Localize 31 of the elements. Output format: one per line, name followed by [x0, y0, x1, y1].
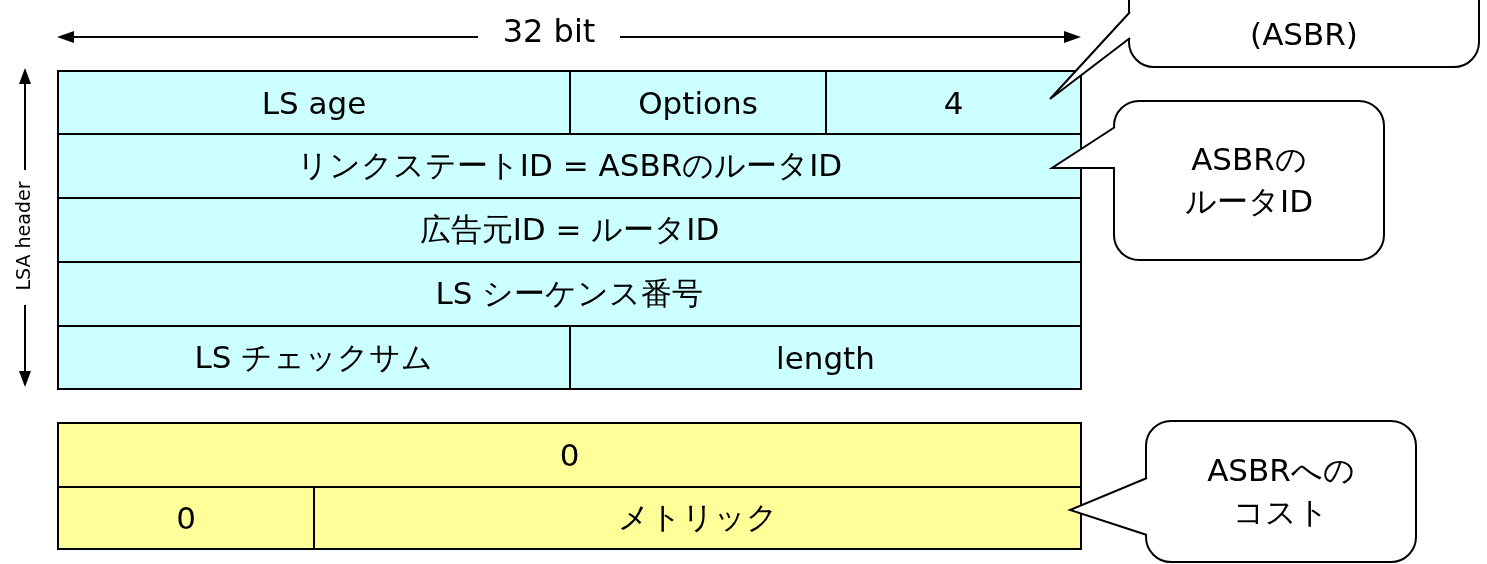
callout-tail: [1048, 126, 1116, 169]
field-label: Options: [638, 84, 758, 121]
field-cell: [569, 70, 827, 135]
callout-text: ASBRへのコスト: [1206, 450, 1356, 532]
speech-bubble: [1113, 100, 1385, 261]
callout-text: ASBRのルータID: [1184, 139, 1314, 221]
field-cell: [57, 422, 1082, 488]
field-label: LS age: [261, 84, 367, 121]
callout-text: (ASBR): [1250, 15, 1358, 55]
field-label: LS チェックサム: [194, 337, 434, 377]
field-label: 0: [176, 500, 196, 536]
speech-bubble: [1145, 420, 1417, 563]
field-label: length: [776, 339, 875, 376]
field-cell: [57, 486, 315, 550]
field-cell: [313, 486, 1082, 550]
field-cell: [57, 70, 571, 135]
field-label: LS シーケンス番号: [435, 274, 704, 313]
field-label: リンクステートID = ASBRのルータID: [296, 146, 843, 185]
field-label: 4: [943, 84, 964, 121]
callout-tail: [1067, 477, 1148, 536]
field-label: 0: [559, 437, 580, 473]
callout-tail: [1049, 11, 1131, 100]
dimension-label: LSA header: [12, 181, 34, 291]
field-cell: [569, 325, 1082, 390]
field-cell: [57, 197, 1082, 263]
field-cell: [57, 325, 571, 390]
field-cell: [57, 261, 1082, 327]
field-cell: [825, 70, 1082, 135]
field-label: メトリック: [617, 498, 778, 537]
field-label: 広告元ID = ルータID: [419, 210, 720, 249]
field-cell: [57, 133, 1082, 199]
